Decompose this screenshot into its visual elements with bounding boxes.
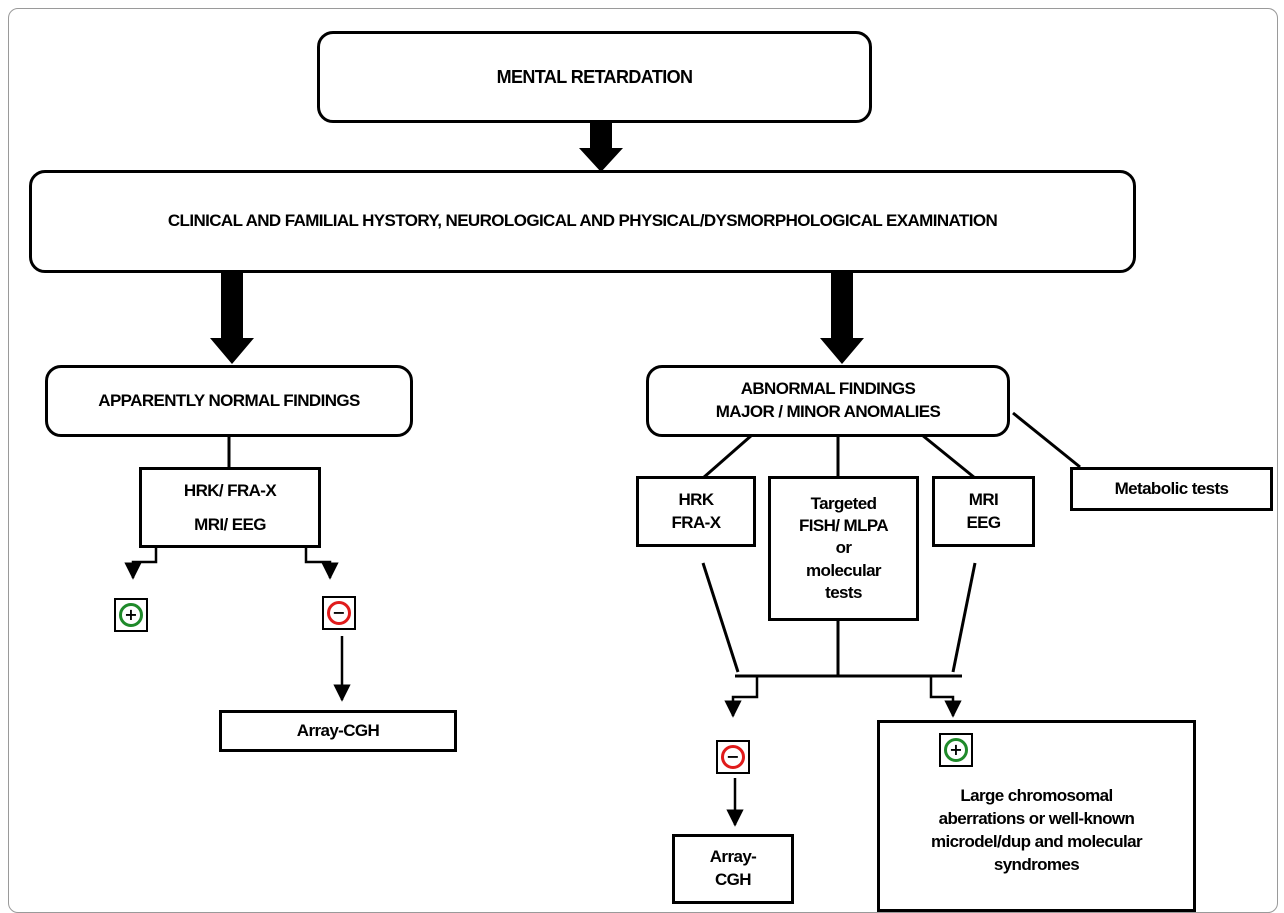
line-tests-to-positive: [124, 546, 158, 580]
line-junction-to-negative: [724, 676, 759, 718]
block-arrow-clinical-to-normal: [210, 272, 254, 364]
plus-icon: +: [944, 738, 968, 762]
result-positive-right: +: [939, 733, 973, 767]
node-array-cgh-left: Array-CGH: [219, 710, 457, 752]
syndromes-text: Large chromosomal aberrations or well-kn…: [930, 786, 1143, 874]
minus-icon: −: [327, 601, 351, 625]
result-positive-left: +: [114, 598, 148, 632]
line-mri-to-junction: [951, 562, 977, 673]
result-negative-right: −: [716, 740, 750, 774]
result-negative-left: −: [322, 596, 356, 630]
line-junction-to-positive: [929, 676, 962, 718]
node-array-cgh-right: Array- CGH: [672, 834, 794, 904]
node-left-tests: HRK/ FRA-X MRI/ EEG: [139, 467, 321, 548]
node-apparently-normal-findings: APPARENTLY NORMAL FINDINGS: [45, 365, 413, 437]
line-abnormal-to-mri: [921, 433, 976, 480]
block-arrow-root-to-clinical: [579, 122, 623, 172]
node-clinical-examination: CLINICAL AND FAMILIAL HYSTORY, NEUROLOGI…: [29, 170, 1136, 273]
block-arrow-clinical-to-abnormal: [820, 272, 864, 364]
node-metabolic-tests: Metabolic tests: [1070, 467, 1273, 511]
line-abnormal-to-hrk: [702, 433, 753, 480]
node-chromosomal-syndromes: Large chromosomal aberrations or well-kn…: [877, 720, 1196, 912]
node-hrk-fra-x: HRK FRA-X: [636, 476, 756, 547]
node-abnormal-findings: ABNORMAL FINDINGS MAJOR / MINOR ANOMALIE…: [646, 365, 1010, 437]
node-mental-retardation: MENTAL RETARDATION: [317, 31, 872, 123]
line-tests-to-negative: [304, 546, 339, 580]
node-targeted-tests: Targeted FISH/ MLPA or molecular tests: [768, 476, 919, 621]
line-hrk-to-junction: [701, 562, 740, 673]
node-mri-eeg: MRI EEG: [932, 476, 1035, 547]
minus-icon: −: [721, 745, 745, 769]
line-abnormal-to-metabolic: [1012, 411, 1081, 469]
plus-icon: +: [119, 603, 143, 627]
